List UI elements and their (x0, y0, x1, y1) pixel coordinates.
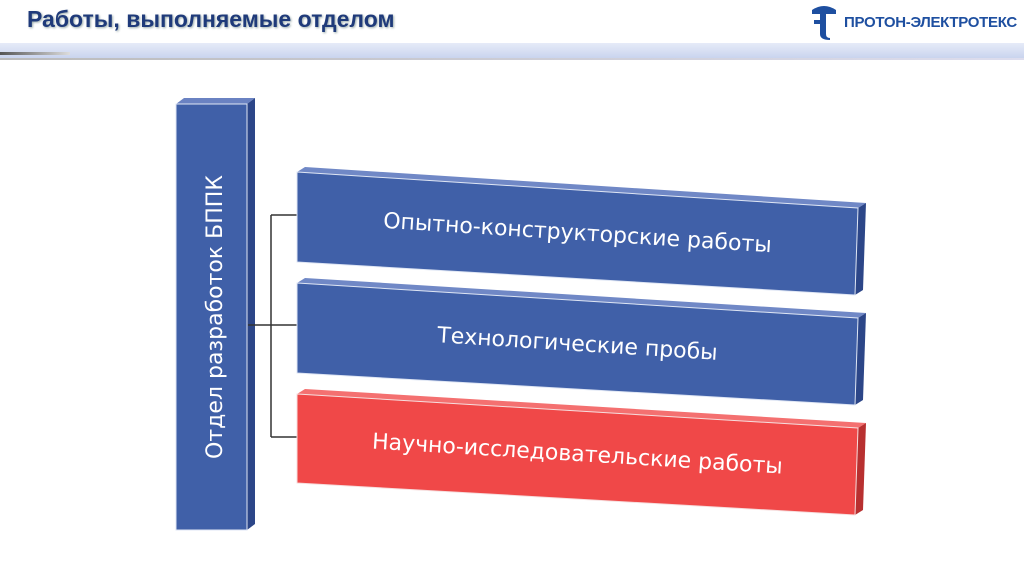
child-node-2: Технологические пробы (296, 278, 866, 406)
connectors (248, 214, 297, 438)
header-band (0, 43, 1024, 60)
root-node: Отдел разработок БППК (175, 98, 255, 531)
company-logo: ПРОТОН-ЭЛЕКТРОТЕКС (808, 4, 1017, 40)
logo-text: ПРОТОН-ЭЛЕКТРОТЕКС (844, 13, 1017, 31)
logo-icon (812, 6, 836, 40)
page-title: Работы, выполняемые отделом (27, 6, 395, 32)
child-node-1: Опытно-конструкторские работы (296, 167, 866, 296)
child-node-3: Научно-исследовательские работы (296, 389, 866, 516)
root-node-label: Отдел разработок БППК (203, 175, 228, 459)
